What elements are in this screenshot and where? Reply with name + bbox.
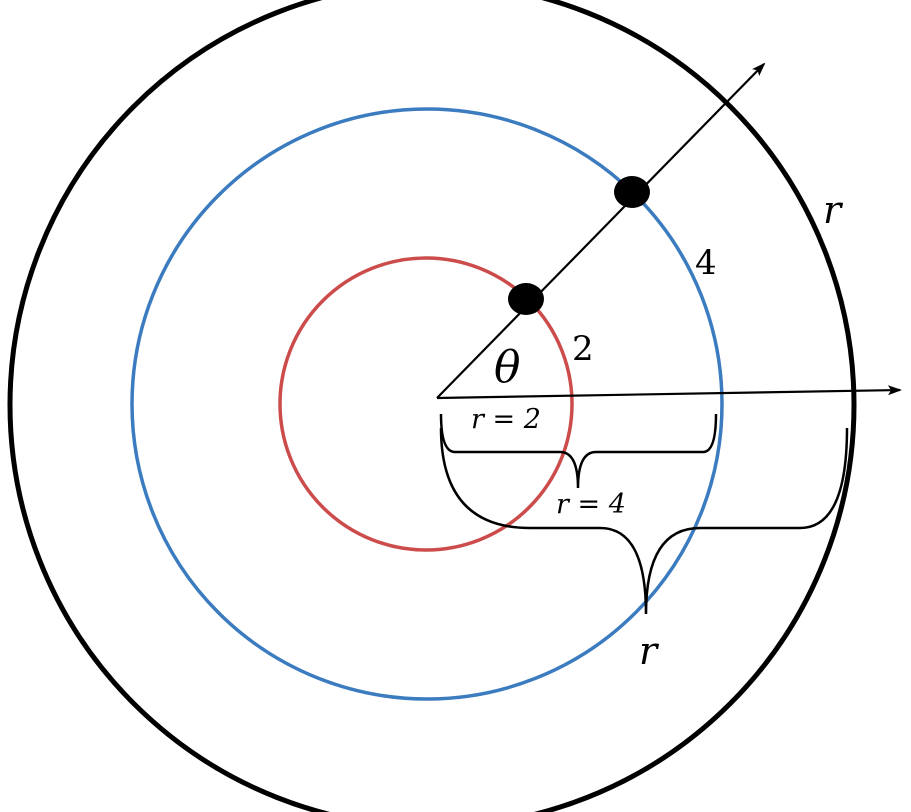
label-outer-r: r [823,188,844,232]
point-middle [614,176,650,208]
label-r-eq-4: r = 4 [556,489,626,520]
horizontal-axis-arrow [436,385,902,400]
label-brace-r: r [639,629,660,673]
label-inner-2: 2 [572,329,594,369]
radial-ray-arrow [436,62,766,399]
inner-circle [278,256,574,552]
middle-circle [130,107,724,701]
outer-circle [7,0,857,812]
brace-r2-r4 [439,413,718,489]
label-middle-4: 4 [695,243,717,283]
point-inner [508,283,544,315]
label-theta: θ [494,342,521,393]
brace-r-large [439,427,849,615]
label-r-eq-2: r = 2 [471,404,541,435]
